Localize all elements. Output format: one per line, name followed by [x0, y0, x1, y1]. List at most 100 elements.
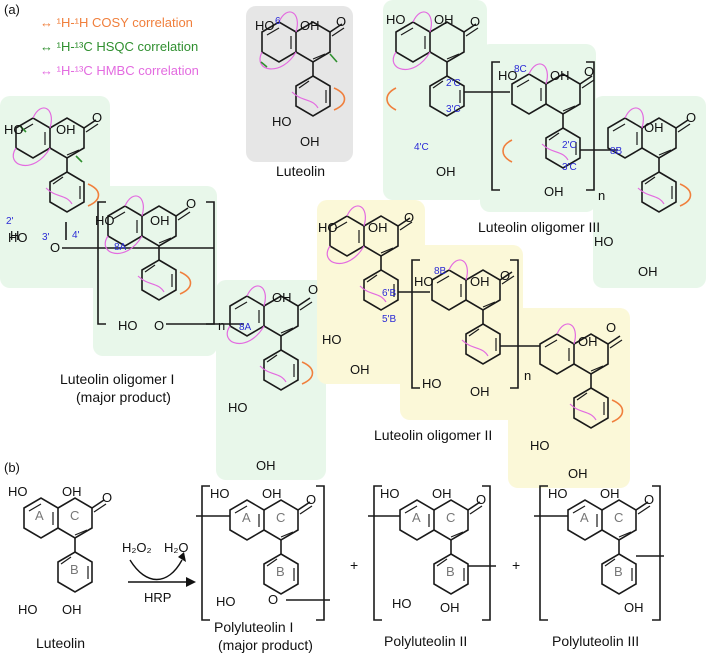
p1-ring-b: B [276, 564, 285, 579]
b-lut-ho3p: HO [18, 602, 38, 617]
oligomer1-unit2 [104, 195, 192, 301]
oligomer1-unit3 [226, 285, 314, 391]
legend-hsqc: ↔ ¹H-¹³C HSQC correlation [40, 39, 198, 54]
title-oligomer1: Luteolin oligomer I [60, 371, 174, 387]
o1u1-ho: HO [4, 122, 24, 137]
o1u1-ho3p: HO [8, 230, 28, 245]
o2u2-ho3pb: HO [422, 376, 442, 391]
poly3-bracket-left [539, 485, 548, 621]
luteolin-structure-a [259, 11, 346, 117]
o3-bracket-right [586, 61, 595, 191]
b-lut-ring-c: C [70, 508, 79, 523]
oligomer2-box-unit2 [400, 245, 523, 420]
o3u3-8b: 8B [610, 146, 623, 157]
o1u1-o4: O [92, 110, 102, 125]
o1u1-n3p: 3' [42, 232, 50, 243]
o1-ether-o1: O [50, 240, 60, 255]
plus-2: + [512, 557, 520, 573]
oligomer2-box-unit3 [508, 308, 630, 488]
b-lut-ring-a: A [35, 508, 44, 523]
p2-ho: HO [380, 486, 400, 501]
o3u1-3pc: 3'C [446, 104, 461, 115]
reaction-arrow [128, 552, 196, 587]
oligomer1-unit1 [12, 107, 100, 213]
o1u2-8a: 8A [114, 242, 127, 253]
caption-poly3: Polyluteolin III [552, 633, 639, 649]
o1u2-o: O [154, 318, 164, 333]
o1-repeat-n: n [218, 318, 225, 333]
p1-o: O [268, 592, 278, 607]
caption-poly2: Polyluteolin II [384, 633, 467, 649]
p3-ring-c: C [614, 510, 623, 525]
o1u2-oh: OH [150, 213, 170, 228]
o1-bracket-left [97, 201, 106, 325]
poly1-bracket-right [316, 485, 325, 621]
oligomer3-box-unit3 [593, 96, 706, 288]
p3-oh4pc: OH [624, 600, 644, 615]
o2u2-o4: O [500, 268, 510, 283]
p3-ho: HO [548, 486, 568, 501]
o3u1-oh4pc: OH [436, 164, 456, 179]
b-lut-oh4p: OH [62, 602, 82, 617]
plus-1: + [350, 557, 358, 573]
legend-hmbc: ↔ ¹H-¹³C HMBC correlation [40, 63, 199, 78]
o3u2-o4: O [584, 64, 594, 79]
oligomer3-unit1 [386, 11, 479, 117]
o2u3-ho3p: HO [530, 438, 550, 453]
correlation-legend: ↔ ¹H-¹H COSY correlation ↔ ¹H-¹³C HSQC c… [40, 15, 199, 78]
o3u2-oh4pc: OH [544, 184, 564, 199]
p1-ring-a: A [242, 510, 251, 525]
o3-bracket-left [491, 61, 500, 191]
p1-o4: O [306, 492, 316, 507]
p2-ring-a: A [412, 510, 421, 525]
oligomer3-box-unit2 [480, 44, 596, 212]
poly1-bracket-left [201, 485, 210, 621]
o3u1-4pc: 4'C [414, 142, 429, 153]
catalyst-hrp: HRP [144, 590, 171, 605]
p2-oh4pb: OH [440, 600, 460, 615]
o1u1-oh: OH [56, 122, 76, 137]
o1u1-n4p: 4' [72, 230, 80, 241]
o2u1-o4: O [404, 210, 414, 225]
lut-a-o4: O [336, 14, 346, 29]
o1u3-ho3p: HO [228, 400, 248, 415]
caption-poly1: Polyluteolin I [214, 619, 293, 635]
title-oligomer2: Luteolin oligomer II [374, 427, 492, 443]
o3u3-o4: O [686, 110, 696, 125]
title-luteolin: Luteolin [276, 163, 325, 179]
o3u1-ho: HO [386, 12, 406, 27]
o2u1-6pb: 6'B [382, 288, 396, 299]
lut-a-ho7: HO [255, 18, 275, 33]
p2-ho3pb: HO [392, 596, 412, 611]
o3u2-ho: HO [498, 68, 518, 83]
p1-ho: HO [210, 486, 230, 501]
caption-luteolin: Luteolin [36, 635, 85, 651]
o2u2-oh4pb: OH [470, 384, 490, 399]
title-oligomer3: Luteolin oligomer III [478, 219, 600, 235]
o3u2-3pc: 3'C [562, 162, 577, 173]
oligomer1-box-unit3 [216, 280, 326, 480]
lut-a-oh5: OH [300, 18, 320, 33]
p1-oh: OH [262, 486, 282, 501]
o2u3-o4: O [606, 320, 616, 335]
o1u3-oh: OH [272, 290, 292, 305]
o2-bracket-right [510, 259, 519, 389]
oligomer3-unit2 [502, 63, 595, 169]
title-oligomer1-note: (major product) [76, 389, 171, 405]
reagent-h2o: H₂O [164, 540, 189, 555]
o3u2-8c: 8C [514, 64, 527, 75]
o2u1-ho: HO [318, 220, 338, 235]
panel-a-highlight-boxes [0, 0, 706, 488]
oligomer3-box-unit1 [383, 0, 487, 200]
o2u1-5pb: 5'B [382, 314, 396, 325]
o1u3-oh4p: OH [256, 458, 276, 473]
o2-bracket-left [411, 259, 420, 389]
o2u2-ho: HO [414, 274, 434, 289]
b-lut-oh: OH [62, 484, 82, 499]
p2-o4: O [476, 492, 486, 507]
o2u3-oh4p: OH [568, 466, 588, 481]
o3u2-2pc: 2'C [562, 140, 577, 151]
o1u2-o4: O [186, 196, 196, 211]
oligomer1-box-unit2 [93, 186, 217, 356]
